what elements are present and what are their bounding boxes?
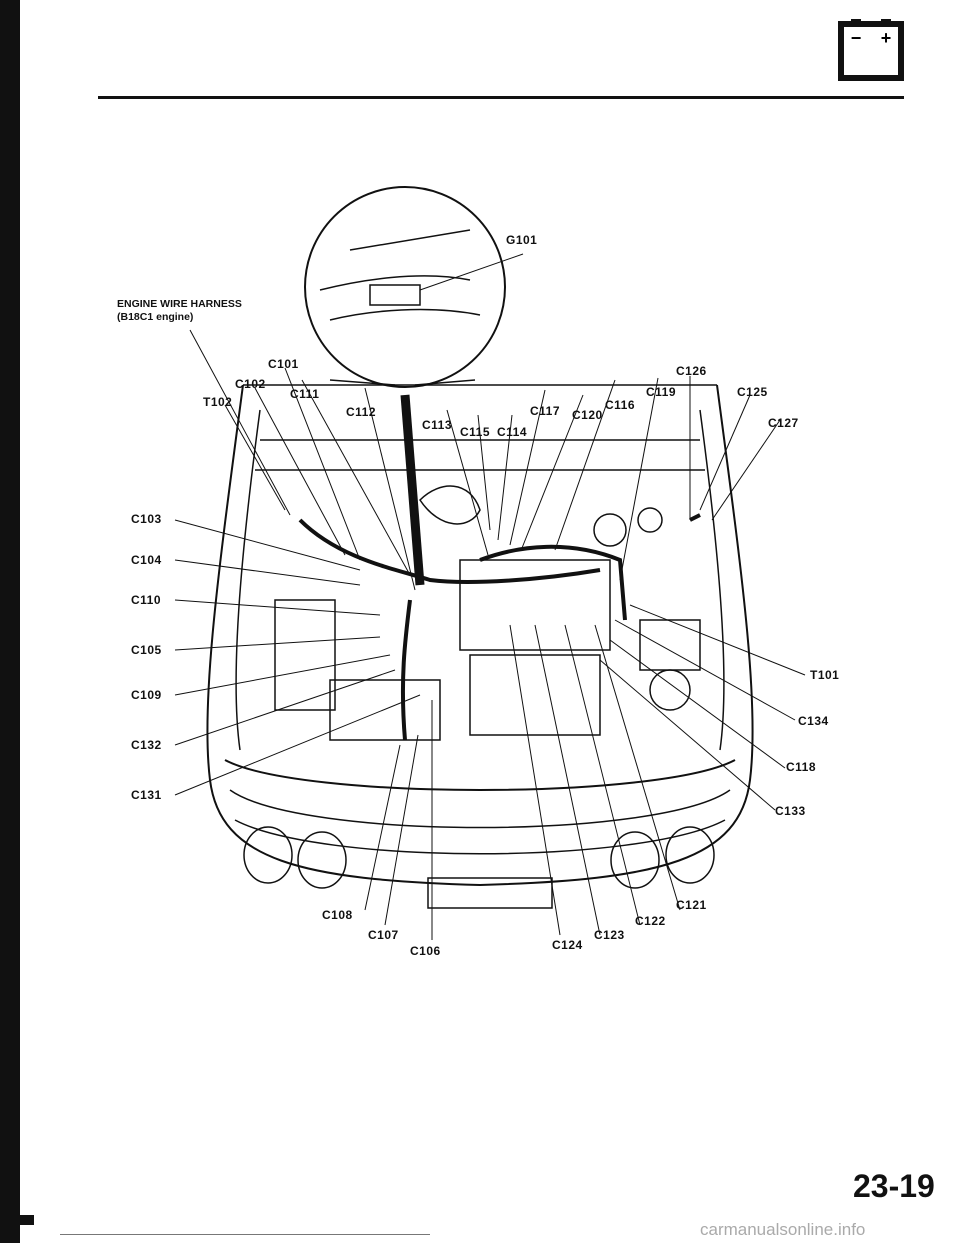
page-number: 23-19 [853, 1168, 935, 1204]
label-c133: C133 [775, 804, 806, 818]
label-c113: C113 [422, 418, 453, 432]
inset-circle [304, 186, 506, 388]
wire-harness [298, 513, 701, 741]
label-c131: C131 [131, 788, 162, 802]
label-c106: C106 [410, 944, 441, 958]
battery-minus: − [851, 28, 862, 48]
label-c101: C101 [268, 357, 299, 371]
label-c112: C112 [346, 405, 377, 419]
license-plate [427, 877, 553, 909]
binding-edge [0, 0, 20, 1243]
label-t101: T101 [810, 668, 840, 682]
label-c125: C125 [737, 385, 768, 399]
label-c104: C104 [131, 553, 162, 567]
headlight-right [610, 826, 715, 889]
label-c109: C109 [131, 688, 162, 702]
label-c132: C132 [131, 738, 162, 752]
inset-detail [319, 229, 481, 321]
label-c127: C127 [768, 416, 799, 430]
engine-block [274, 485, 701, 741]
label-c122: C122 [635, 914, 666, 928]
label-c121: C121 [676, 898, 707, 912]
label-g101: G101 [506, 233, 538, 247]
headlight-left [243, 826, 347, 889]
label-c123: C123 [594, 928, 625, 942]
header-rule [98, 96, 904, 99]
label-c105: C105 [131, 643, 162, 657]
footer-rule [60, 1234, 430, 1235]
label-c107: C107 [368, 928, 399, 942]
label-c114: C114 [497, 425, 528, 439]
watermark: carmanualsonline.info [700, 1220, 866, 1239]
label-c102: C102 [235, 377, 266, 391]
label-c117: C117 [530, 404, 561, 418]
harness-title: ENGINE WIRE HARNESS (B18C1 engine) [117, 298, 242, 324]
label-c108: C108 [322, 908, 353, 922]
car-body-outline [206, 384, 754, 887]
harness-title-line1: ENGINE WIRE HARNESS [117, 298, 242, 310]
label-t102: T102 [203, 395, 233, 409]
leader-lines [174, 253, 806, 940]
label-c110: C110 [131, 593, 162, 607]
label-c115: C115 [460, 425, 491, 439]
harness-title-line2: (B18C1 engine) [117, 311, 194, 323]
label-c103: C103 [131, 512, 162, 526]
label-c126: C126 [676, 364, 707, 378]
ground-strap [400, 394, 425, 586]
label-c124: C124 [552, 938, 583, 952]
label-c116: C116 [605, 398, 636, 412]
battery-icon: − + [838, 19, 904, 81]
label-c118: C118 [786, 760, 817, 774]
label-c119: C119 [646, 385, 677, 399]
binding-edge-foot [0, 1215, 34, 1225]
label-c111: C111 [290, 387, 320, 401]
battery-plus: + [881, 28, 892, 48]
label-c120: C120 [572, 408, 603, 422]
label-c134: C134 [798, 714, 829, 728]
